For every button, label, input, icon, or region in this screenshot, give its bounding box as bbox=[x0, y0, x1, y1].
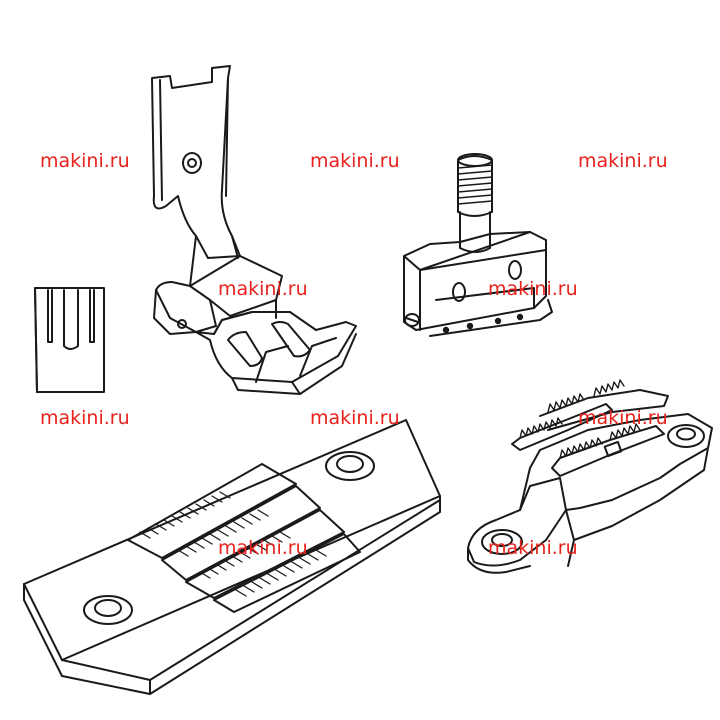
watermark: makini.ru bbox=[578, 150, 668, 172]
watermark: makini.ru bbox=[578, 407, 668, 429]
watermark: makini.ru bbox=[40, 150, 130, 172]
guide-bracket bbox=[34, 287, 105, 393]
presser-foot bbox=[151, 65, 357, 395]
watermark: makini.ru bbox=[310, 407, 400, 429]
watermark: makini.ru bbox=[488, 278, 578, 300]
watermark: makini.ru bbox=[218, 537, 308, 559]
watermark: makini.ru bbox=[40, 407, 130, 429]
watermark: makini.ru bbox=[310, 150, 400, 172]
feed-dog bbox=[467, 379, 713, 574]
needle-clamp bbox=[403, 153, 553, 337]
watermark: makini.ru bbox=[488, 537, 578, 559]
watermark: makini.ru bbox=[218, 278, 308, 300]
needle-plate bbox=[23, 419, 441, 695]
